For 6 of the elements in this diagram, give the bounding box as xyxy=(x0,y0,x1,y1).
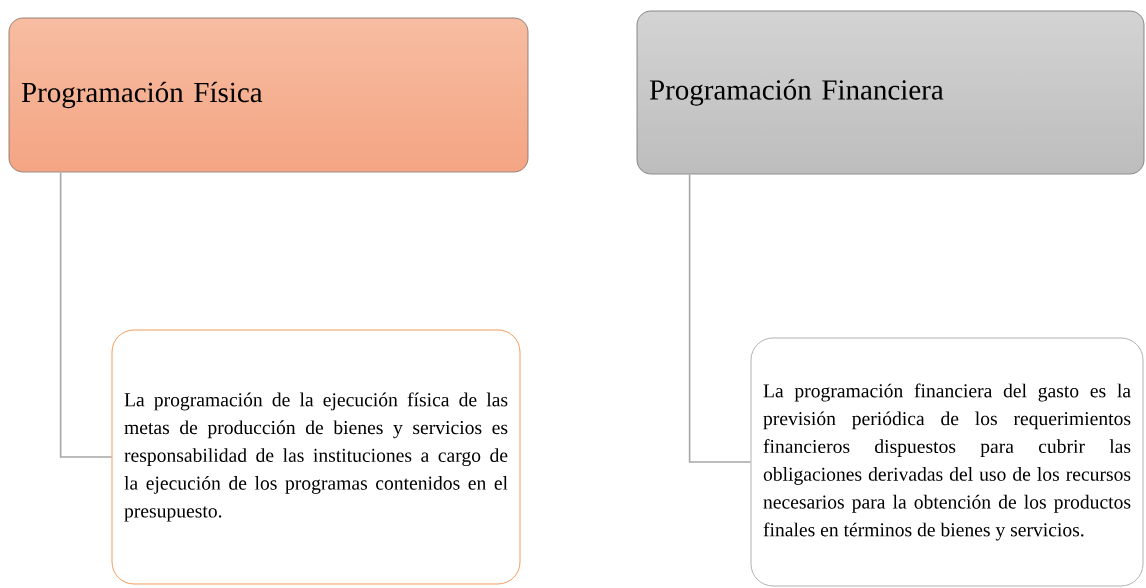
text-box: La programación financiera del gasto es la previsión periódica de los requerimientos financieros dispuestos para cubrir las obligaciones derivadas del uso de los recursos necesarios para la obtención de los productos finales en términos de bienes y servicios. xyxy=(750,337,1144,587)
text-box: La programación de la ejecución física de las metas de producción de bienes y servicios es responsabilidad de las instituciones a cargo de la ejecución de los programas contenidos en el presupuesto. xyxy=(111,329,521,585)
connector-line xyxy=(688,173,752,463)
heading-box: Programación Financiera xyxy=(636,10,1145,175)
heading-box: Programación Física xyxy=(8,17,529,173)
connector-line xyxy=(59,171,113,458)
